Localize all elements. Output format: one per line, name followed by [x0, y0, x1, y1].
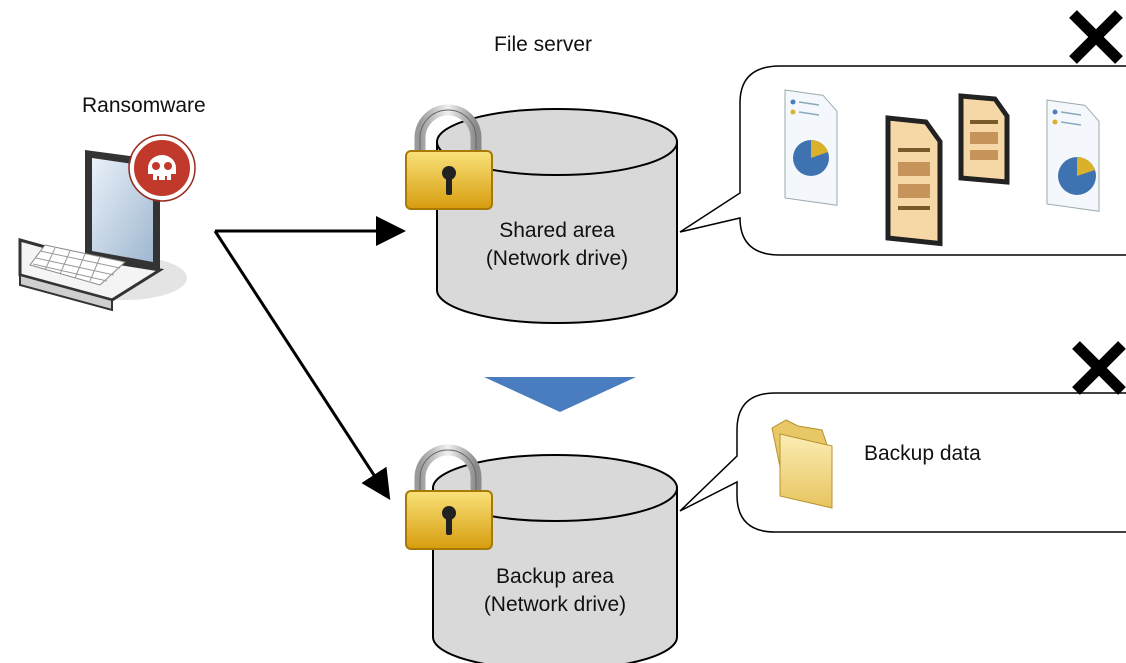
attack-arrows [213, 216, 406, 501]
backup-area-title: Backup area [496, 565, 614, 588]
shared-area-cylinder [436, 108, 678, 324]
down-triangle-icon [484, 377, 636, 412]
document-icon [885, 115, 943, 247]
x-mark-icon [1069, 10, 1123, 64]
arrow-to-backup-area [213, 230, 391, 501]
document-icon [1046, 99, 1100, 212]
ransomware-label: Ransomware [82, 94, 206, 117]
shared-area-label: Shared area (Network drive) [457, 219, 657, 271]
backup-data-label: Backup data [864, 442, 981, 465]
document-icon [958, 93, 1010, 185]
file-server-label: File server [494, 33, 593, 56]
shared-area-subtitle: (Network drive) [485, 247, 629, 271]
backup-area-subtitle: (Network drive) [483, 593, 627, 617]
skull-badge-icon [128, 134, 196, 202]
shared-area-title: Shared area [499, 219, 615, 242]
padlock-icon [405, 444, 493, 550]
backup-area-cylinder [432, 454, 678, 663]
backup-area-label: Backup area (Network drive) [455, 565, 655, 617]
document-icon [784, 89, 838, 206]
x-mark-icon [1072, 341, 1126, 395]
padlock-icon [405, 104, 493, 210]
folder-icon [771, 419, 833, 509]
